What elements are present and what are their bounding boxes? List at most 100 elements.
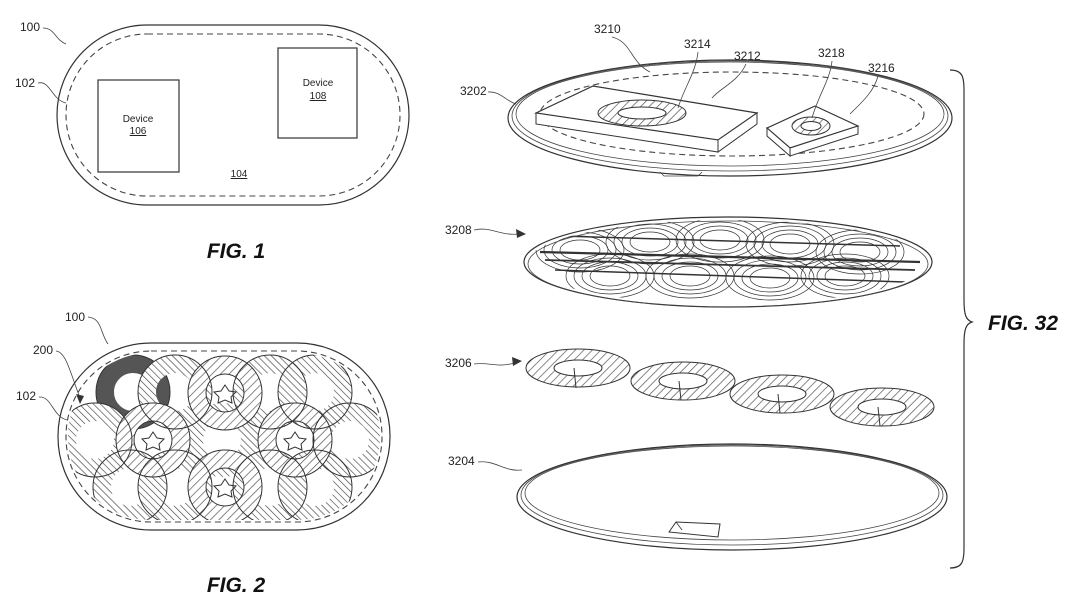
fig32-coil-lead bbox=[777, 393, 781, 414]
fig32-top-cover-rim-3 bbox=[515, 61, 945, 167]
fig1-device-b-box bbox=[277, 47, 358, 139]
fig1-ref-boundary: 102 bbox=[15, 76, 35, 90]
fig1-device-a-number: 106 bbox=[130, 126, 147, 137]
fig32-coil-lead bbox=[877, 406, 881, 427]
fig2-boundary-dashed bbox=[65, 350, 383, 523]
fig1-device-b-number: 108 bbox=[310, 91, 327, 102]
fig2-leader-coils-arrowhead bbox=[76, 394, 84, 404]
fig32-device-a-end bbox=[717, 112, 758, 153]
fig2-coil-edge bbox=[205, 467, 245, 507]
fig32-brace bbox=[949, 69, 974, 569]
fig2-coil-front bbox=[258, 403, 332, 477]
fig1-ref-surface: 104 bbox=[231, 169, 248, 180]
fig32-leader-device-b-coil bbox=[811, 60, 833, 119]
fig32-base-connector-edge bbox=[675, 521, 683, 531]
fig32-leader-device-b bbox=[849, 75, 879, 115]
fig32-top-cover-dashed-boundary bbox=[539, 71, 925, 157]
fig2-coil-edge bbox=[137, 449, 213, 520]
fig32-ref-top-cover: 3202 bbox=[460, 84, 487, 98]
fig32-coil-array-rim bbox=[527, 220, 929, 308]
fig32-ref-device-b: 3216 bbox=[868, 61, 895, 75]
fig32-coil-array bbox=[523, 216, 933, 308]
fig2-coil-front bbox=[188, 356, 262, 430]
fig2-coil-array bbox=[68, 354, 380, 520]
fig2-coil-edge bbox=[92, 449, 168, 520]
fig2-coil-edge bbox=[115, 402, 191, 478]
fig1-leader-boundary bbox=[37, 82, 67, 104]
fig2-pad-outline bbox=[57, 342, 391, 531]
fig1-boundary-dashed bbox=[65, 33, 401, 197]
fig32-base-connector bbox=[668, 521, 721, 538]
fig2-caption: FIG. 2 bbox=[207, 574, 266, 597]
fig32-coil-layer bbox=[525, 348, 935, 427]
fig32-top-cover-outer-rim bbox=[507, 59, 953, 177]
fig32-device-b-coil-center bbox=[800, 121, 822, 131]
fig32-caption: FIG. 32 bbox=[988, 312, 1058, 335]
fig32-leader-device-a bbox=[711, 63, 747, 99]
fig32-base-inner-2 bbox=[524, 445, 940, 541]
fig32-coil-1-center bbox=[553, 359, 603, 377]
fig2-coil-center bbox=[212, 478, 238, 498]
fig1-caption: FIG. 1 bbox=[207, 240, 265, 263]
fig2-ref-coils: 200 bbox=[33, 343, 53, 357]
fig32-leader-coil-array-arrowhead bbox=[516, 229, 526, 238]
fig2-coil-edge bbox=[187, 355, 263, 431]
fig32-coil-4-center bbox=[857, 398, 907, 416]
fig32-leader-top-cover bbox=[487, 91, 517, 105]
fig1-device-b-label: Device bbox=[303, 78, 334, 89]
fig1-ref-pad: 100 bbox=[20, 20, 40, 34]
fig32-ref-device-b-coil: 3218 bbox=[818, 46, 845, 60]
fig2-coil-back bbox=[68, 403, 132, 477]
fig32-leader-cover-surface bbox=[611, 36, 651, 73]
fig2-leader-boundary bbox=[38, 396, 68, 421]
fig32-ref-coil-array: 3208 bbox=[445, 223, 472, 237]
fig1-device-a-label: Device bbox=[123, 114, 154, 125]
fig32-base-inner-1 bbox=[520, 444, 944, 546]
fig2-coil-edge bbox=[277, 449, 353, 520]
fig2-coil-edge bbox=[187, 449, 263, 520]
fig32-leader-coil-layer bbox=[473, 362, 515, 366]
fig32-leader-device-a-coil bbox=[677, 51, 699, 109]
fig2-leader-pad bbox=[87, 316, 109, 345]
fig2-coil-edge bbox=[137, 354, 213, 430]
fig32-base-outer bbox=[516, 443, 948, 551]
fig32-device-b-end bbox=[789, 125, 859, 157]
fig32-leader-coil-array bbox=[473, 228, 519, 235]
fig32-leader-base bbox=[477, 461, 523, 471]
fig2-coil-edge bbox=[133, 420, 173, 460]
fig32-top-cover-notch bbox=[659, 171, 703, 177]
fig32-ref-cover-surface: 3210 bbox=[594, 22, 621, 36]
fig1-device-a-box bbox=[97, 79, 180, 173]
fig1-leader-pad bbox=[42, 27, 67, 45]
fig2-coil-edge bbox=[232, 449, 308, 520]
fig32-ref-device-a-coil: 3214 bbox=[684, 37, 711, 51]
fig32-coil-lead bbox=[573, 367, 577, 389]
fig32-coil-lead bbox=[678, 380, 682, 401]
fig2-coil-edge bbox=[275, 420, 315, 460]
fig2-ref-boundary: 102 bbox=[16, 389, 36, 403]
fig32-base bbox=[516, 443, 948, 551]
fig2-coil-edge bbox=[277, 354, 353, 430]
fig1-pad-outline bbox=[56, 24, 410, 206]
fig2-coil-edge bbox=[68, 402, 133, 478]
fig1: Device 106 Device 108 104 100 102 FIG. 1 bbox=[15, 20, 410, 263]
fig32-ref-base: 3204 bbox=[448, 454, 475, 468]
fig32-top-cover-rim-2 bbox=[511, 60, 949, 172]
fig2-coil-edge bbox=[205, 373, 245, 413]
fig2: 100 200 102 FIG. 2 bbox=[16, 310, 391, 597]
fig2-coil-center bbox=[282, 431, 308, 451]
fig32-coil-3-center bbox=[757, 385, 807, 403]
fig2-leader-coils bbox=[55, 350, 81, 399]
fig2-coil-center bbox=[140, 431, 166, 451]
fig2-coil-edge bbox=[257, 402, 333, 478]
fig32: 3210 3214 3212 3218 3216 3202 3208 3206 … bbox=[445, 22, 1058, 569]
fig32-leader-coil-layer-arrowhead bbox=[512, 357, 522, 366]
fig32-coil-2-center bbox=[658, 372, 708, 390]
fig32-ref-coil-layer: 3206 bbox=[445, 356, 472, 370]
fig32-top-cover bbox=[507, 59, 953, 177]
fig2-ref-pad: 100 bbox=[65, 310, 85, 324]
fig2-coil-front bbox=[116, 403, 190, 477]
fig32-ref-device-a: 3212 bbox=[734, 49, 761, 63]
fig32-device-a-coil-center bbox=[617, 106, 667, 120]
